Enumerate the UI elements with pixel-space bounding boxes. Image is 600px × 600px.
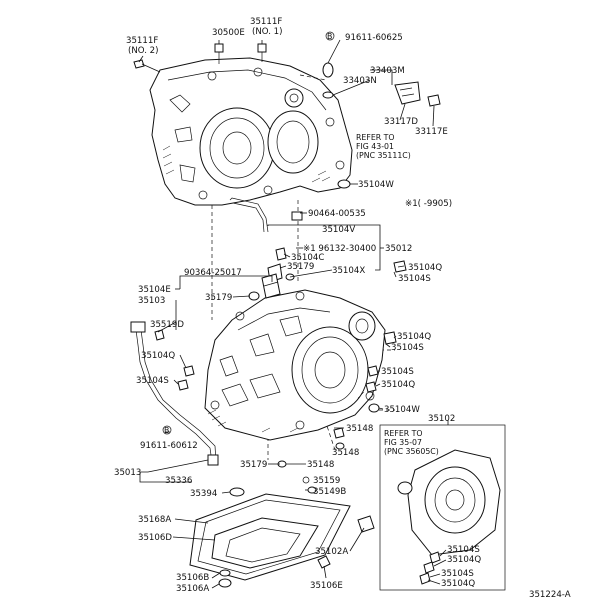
label-35148-a: 35148 (346, 424, 373, 434)
refer-note-2-line1: REFER TO (384, 429, 423, 438)
label-35106A: 35106A (176, 584, 209, 594)
label-35159: 35159 (313, 476, 340, 486)
label-35104S-2: 35104S (391, 343, 424, 353)
label-35111F-no1: 35111F (250, 17, 282, 27)
label-35394: 35394 (190, 489, 217, 499)
label-35149B: 35149B (313, 487, 346, 497)
label-note-date: ※1( -9905) (405, 199, 452, 209)
label-35104Q-left: 35104Q (141, 351, 175, 361)
label-35104Q-2: 35104Q (397, 332, 431, 342)
figure-code: 351224-A (529, 590, 571, 600)
label-35104Q-1: 35104Q (408, 263, 442, 273)
label-33117E: 33117E (415, 127, 448, 137)
label-35336: 35336 (165, 476, 192, 486)
label-33403M: 33403M (370, 66, 405, 76)
label-33117D: 33117D (384, 117, 418, 127)
label-35104S-3: 35104S (381, 367, 414, 377)
dipstick-tube (130, 321, 219, 466)
label-35104W-top: 35104W (358, 180, 394, 190)
callout-labels: 35111F (NO. 2) 30500E 35111F (NO. 1) B 9… (114, 17, 571, 600)
circle-b-marker-1 (325, 31, 335, 41)
label-35104Q-br1: 35104Q (447, 555, 481, 565)
refer-note-2-line2: FIG 35-07 (384, 438, 422, 447)
refer-note-1-line2: FIG 43-01 (356, 142, 394, 151)
label-35013: 35013 (114, 468, 141, 478)
label-35104Q-br2: 35104Q (441, 579, 475, 589)
label-35104V: 35104V (322, 225, 355, 235)
label-35012: 35012 (385, 244, 412, 254)
refer-note-1-line1: REFER TO (356, 133, 395, 142)
oil-pan (189, 493, 351, 588)
label-35111F-no2-sub: (NO. 2) (128, 46, 158, 56)
label-35168A: 35168A (138, 515, 171, 525)
label-35103: 35103 (138, 296, 165, 306)
label-35111F-no2: 35111F (126, 36, 158, 46)
circle-b-text-1: B (327, 32, 332, 41)
label-35104C: 35104C (291, 253, 324, 263)
top-bolts (133, 43, 441, 189)
refer-note-2-line3: (PNC 35605C) (384, 447, 439, 456)
mid-small-parts (177, 211, 407, 533)
label-90464-00535: 90464-00535 (308, 209, 366, 219)
label-35104W-mid: 35104W (384, 405, 420, 415)
label-90364-25017: 90364-25017 (184, 268, 242, 278)
leader-lines (138, 39, 449, 589)
label-35148-c: 35148 (307, 460, 334, 470)
label-35519D: 35519D (150, 320, 184, 330)
circle-b-text-2: B (164, 426, 169, 435)
label-35104Q-3: 35104Q (381, 380, 415, 390)
label-35102: 35102 (428, 414, 455, 424)
refer-note-1-line3: (PNC 35111C) (356, 151, 411, 160)
label-35179-mid: 35179 (205, 293, 232, 303)
label-96132-30400: ※1 96132-30400 (303, 244, 376, 254)
label-30500E: 30500E (212, 28, 245, 38)
transmission-case (204, 289, 386, 441)
label-35104S-left: 35104S (136, 376, 169, 386)
seal-marker (302, 476, 310, 484)
transaxle-housing (149, 57, 353, 206)
label-35106D: 35106D (138, 533, 172, 543)
label-33403N: 33403N (343, 76, 377, 86)
label-35104E: 35104E (138, 285, 171, 295)
side-cover-box (379, 424, 506, 591)
label-35148-b: 35148 (332, 448, 359, 458)
label-35106E: 35106E (310, 581, 343, 591)
label-91611-60625: 91611-60625 (345, 33, 403, 43)
label-35104S-br1: 35104S (447, 545, 480, 555)
breather-hose (229, 197, 269, 233)
label-35179-bot: 35179 (240, 460, 267, 470)
label-35111F-no1-sub: (NO. 1) (252, 27, 282, 37)
label-35104S-br2: 35104S (441, 569, 474, 579)
label-35106B: 35106B (176, 573, 209, 583)
label-35104S-1: 35104S (398, 274, 431, 284)
label-91611-60612: 91611-60612 (140, 441, 198, 451)
label-35102A: 35102A (315, 547, 348, 557)
label-35179-top: 35179 (287, 262, 314, 272)
circle-b-marker-2 (162, 425, 172, 435)
side-cover (397, 449, 501, 585)
label-35104X: 35104X (332, 266, 365, 276)
